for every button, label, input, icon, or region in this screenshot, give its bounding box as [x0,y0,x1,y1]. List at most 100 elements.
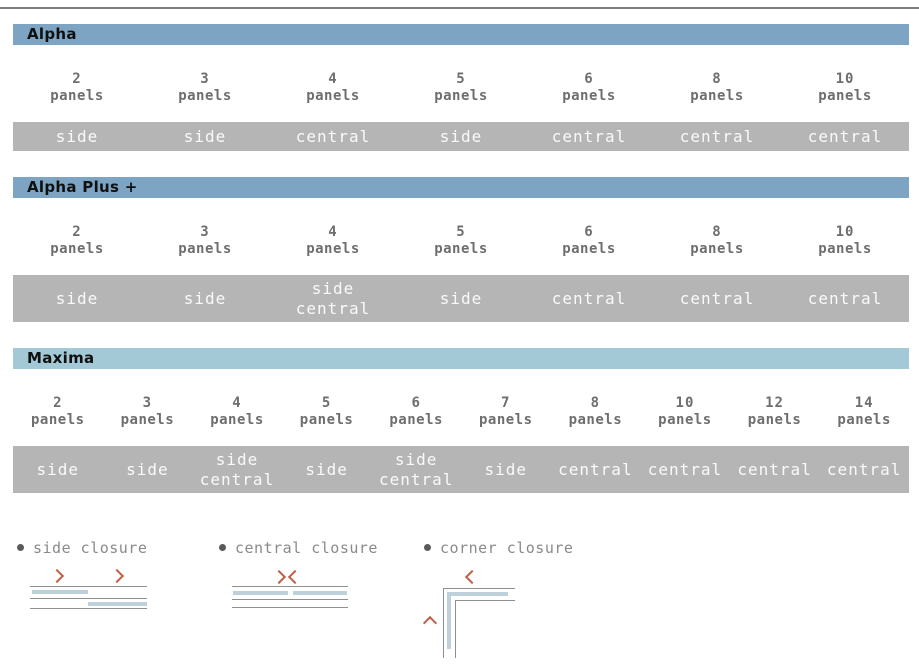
panel-unit: panels [389,412,443,428]
panel-count: 3 [200,71,210,87]
bullet-icon [17,544,24,551]
panel-count: 3 [142,395,153,411]
legend-label-row: central closure [219,539,424,557]
panel-unit: panels [562,241,616,257]
panel-unit: panels [690,88,744,104]
panel-unit: panels [818,88,872,104]
panel-unit: panels [178,88,232,104]
panel-count: 10 [675,395,695,411]
panel-unit: panels [50,241,104,257]
chevron-right-icon [49,568,65,584]
chevron-right-icon [271,569,287,585]
chevron-right-icon [109,568,125,584]
closure-cell: central [551,288,627,308]
closure-cell: central [679,126,755,146]
panel-count: 5 [321,395,332,411]
section-title: Alpha Plus + [27,178,138,196]
legend-label: side closure [33,539,148,557]
panel-unit: panels [299,412,354,428]
panel-count: 4 [232,395,242,411]
panel-count: 4 [328,224,338,240]
panel-count: 2 [72,71,82,87]
section-header: Alpha [13,24,909,45]
closure-cell: side [484,459,528,479]
panel-count: 14 [854,395,874,411]
panel-line [443,588,444,658]
panel-count: 6 [411,395,421,411]
panel-line [30,598,147,599]
panel-unit: panels [690,241,744,257]
panel-count: 2 [53,395,63,411]
panel-count: 6 [584,224,594,240]
bullet-icon [219,544,226,551]
closure-cell: central [647,459,723,479]
section-title: Alpha [27,25,77,43]
panel-count: 6 [584,71,594,87]
closure-cell: central [737,459,812,479]
panel-unit: panels [818,241,872,257]
panel-line [455,600,456,658]
panel-line [455,600,515,601]
chevron-up-icon [422,615,438,631]
panel-unit: panels [562,88,616,104]
panel-unit: panels [434,88,488,104]
section-title: Maxima [27,349,95,367]
closure-cell: side [55,288,99,308]
top-rule [0,7,919,9]
legend-item-central-closure: central closure [219,539,424,660]
panel-bar [293,591,347,595]
closure-cell: side [126,459,169,479]
legend-label-row: corner closure [424,539,573,557]
panel-line [232,599,348,600]
panel-unit: panels [478,412,533,428]
closure-cell: side [305,459,348,479]
panel-count: 5 [456,71,466,87]
panel-count: 10 [835,224,855,240]
corner-closure-diagram [422,569,520,660]
panel-unit: panels [837,412,891,428]
panel-count: 8 [712,71,722,87]
panel-line [232,586,348,587]
closure-cell: central [295,126,371,146]
bullet-icon [424,544,431,551]
closure-cell: side [439,288,483,308]
chevron-left-icon [464,569,480,585]
panel-bar [233,591,288,595]
panel-line [30,608,147,609]
panel-line [30,586,147,587]
closure-cell: side [439,126,483,146]
panel-count: 4 [328,71,338,87]
panel-bar [32,590,88,594]
chevron-left-icon [287,569,303,585]
closure-cell: side [36,459,80,479]
panel-count: 2 [72,224,82,240]
